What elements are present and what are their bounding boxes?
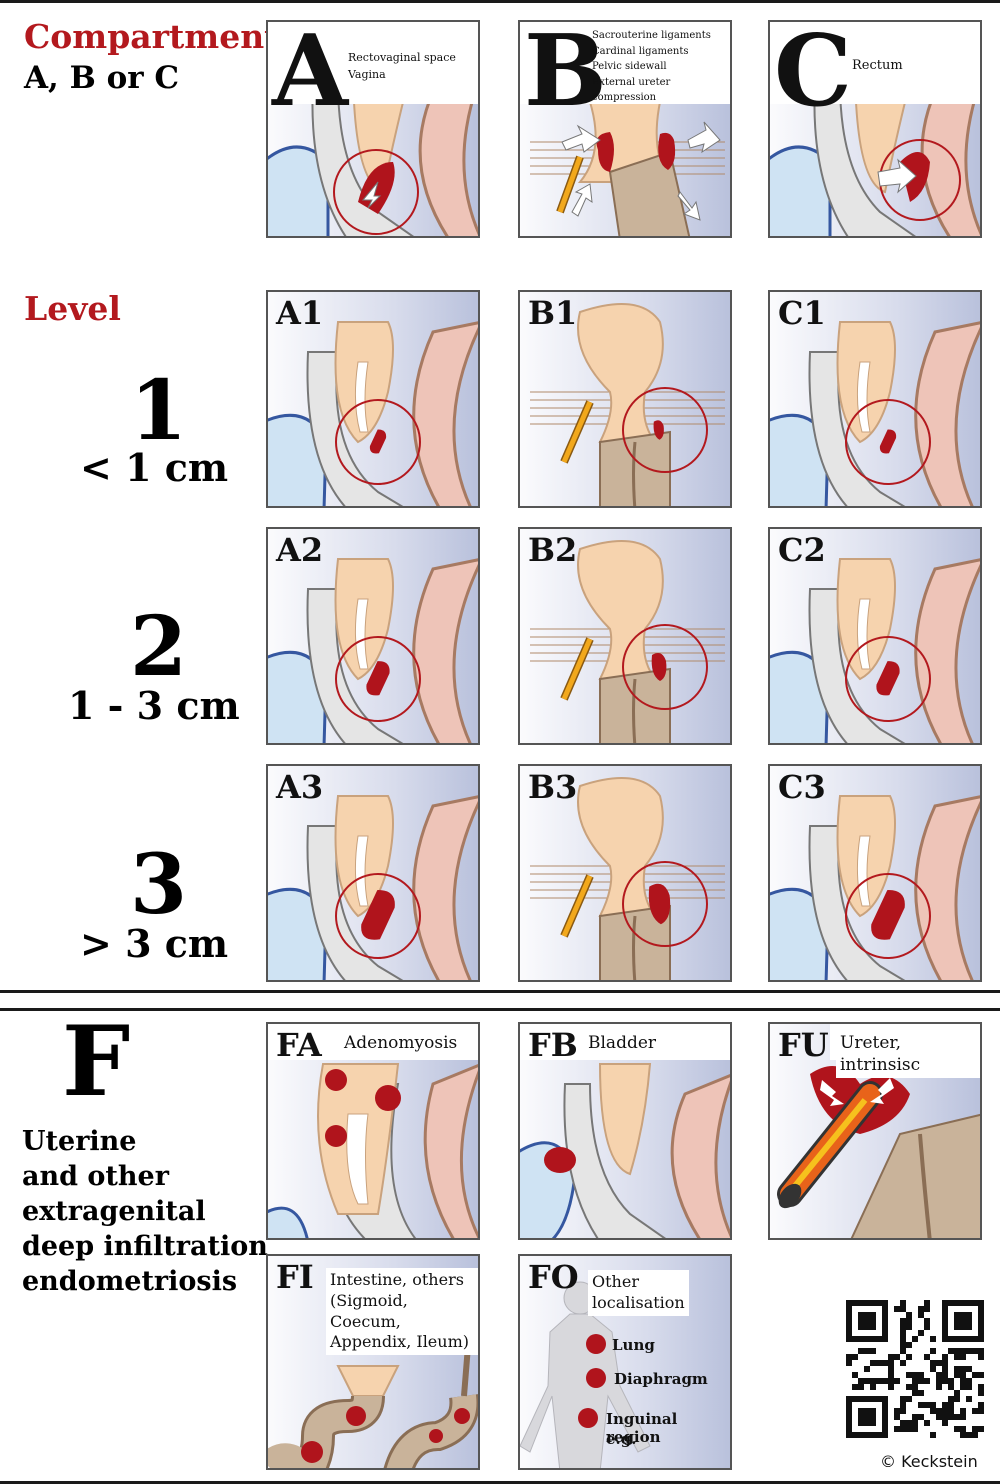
f-description-line: deep infiltration <box>22 1229 268 1264</box>
fu-code: FU <box>778 1026 829 1064</box>
panel-c2: C2 <box>768 527 982 745</box>
compartment-b-item: External ureter compression <box>592 75 730 106</box>
compartment-a-list: Rectovaginal space Vagina <box>348 49 456 83</box>
panel-compartment-b: B Sacrouterine ligaments Cardinal ligame… <box>518 20 732 238</box>
panel-code: C3 <box>778 768 826 806</box>
panel-compartment-a: A Rectovaginal space Vagina <box>266 20 480 238</box>
panel-c1: C1 <box>768 290 982 508</box>
panel-fi: FI Intestine, others (Sigmoid, Coecum, A… <box>266 1254 480 1470</box>
panel-fu: FU Ureter, intrinsisc <box>768 1022 982 1240</box>
copyright: © Keckstein <box>880 1452 978 1471</box>
panel-b2: B2 <box>518 527 732 745</box>
panel-a3: A3 <box>266 764 480 982</box>
compartment-b-item: Pelvic sidewall <box>592 59 730 75</box>
fa-code: FA <box>276 1026 322 1064</box>
panel-code: A1 <box>276 294 323 332</box>
f-letter: F <box>62 1012 130 1113</box>
panel-b3: B3 <box>518 764 732 982</box>
compartment-a-item: Rectovaginal space <box>348 49 456 66</box>
fi-label: Intestine, others (Sigmoid, Coecum, Appe… <box>326 1268 478 1355</box>
fi-label-line: (Sigmoid, Coecum, <box>330 1291 474 1333</box>
compartment-a-letter: A <box>272 20 348 129</box>
level-2-range: 1 - 3 cm <box>68 686 240 726</box>
level-3-number: 3 <box>130 842 187 928</box>
compartment-b-item: Sacrouterine ligaments <box>592 28 730 44</box>
panel-code: A2 <box>276 531 323 569</box>
level-2-number: 2 <box>130 604 187 690</box>
fu-label: Ureter, intrinsisc <box>836 1030 980 1078</box>
compartment-c-list: Rectum <box>852 56 903 76</box>
panel-a1: A1 <box>266 290 480 508</box>
fo-code: FO <box>528 1258 579 1296</box>
f-description-line: and other <box>22 1159 268 1194</box>
fb-code: FB <box>528 1026 578 1064</box>
panel-a2: A2 <box>266 527 480 745</box>
compartment-c-letter: C <box>774 20 852 129</box>
fo-label-line: Other <box>592 1272 685 1293</box>
panel-fb: FB Bladder <box>518 1022 732 1240</box>
fb-label: Bladder <box>584 1030 660 1056</box>
panel-code: C1 <box>778 294 826 332</box>
level-1-number: 1 <box>130 368 187 454</box>
level-title: Level <box>24 292 121 327</box>
panel-fo: FO Other localisation Lung Diaphragm Ing… <box>518 1254 732 1470</box>
panel-code: A3 <box>276 768 323 806</box>
fi-label-line: Intestine, others <box>330 1270 474 1291</box>
panel-code: C2 <box>778 531 826 569</box>
qr-code-image <box>846 1300 984 1438</box>
compartment-title: Compartment <box>24 20 279 55</box>
panel-code: B2 <box>528 531 577 569</box>
f-description-line: extragenital <box>22 1194 268 1229</box>
panel-c3: C3 <box>768 764 982 982</box>
panel-code: B1 <box>528 294 577 332</box>
level-3-range: > 3 cm <box>80 924 228 964</box>
fo-label: Other localisation <box>588 1270 689 1316</box>
compartment-c-item: Rectum <box>852 56 903 76</box>
fo-body-eg: e.g. <box>606 1430 636 1448</box>
fo-label-line: localisation <box>592 1293 685 1314</box>
level-1-range: < 1 cm <box>80 448 228 488</box>
panel-fa: FA Adenomyosis <box>266 1022 480 1240</box>
fa-label: Adenomyosis <box>340 1030 461 1056</box>
f-description: Uterine and other extragenital deep infi… <box>22 1124 268 1299</box>
fi-label-line: Appendix, Ileum) <box>330 1332 474 1353</box>
f-description-line: Uterine <box>22 1124 268 1159</box>
fo-body-diaphragm: Diaphragm <box>614 1370 708 1388</box>
compartment-subtitle: A, B or C <box>24 62 179 95</box>
panel-compartment-c: C Rectum <box>768 20 982 238</box>
panel-code: B3 <box>528 768 577 806</box>
compartment-b-item: Cardinal ligaments <box>592 44 730 60</box>
f-description-line: endometriosis <box>22 1264 268 1299</box>
compartment-a-item: Vagina <box>348 66 456 83</box>
fo-body-lung: Lung <box>612 1336 655 1354</box>
qr-code[interactable] <box>846 1300 984 1438</box>
fi-code: FI <box>276 1258 314 1296</box>
compartment-b-list: Sacrouterine ligaments Cardinal ligament… <box>592 28 730 106</box>
panel-b1: B1 <box>518 290 732 508</box>
